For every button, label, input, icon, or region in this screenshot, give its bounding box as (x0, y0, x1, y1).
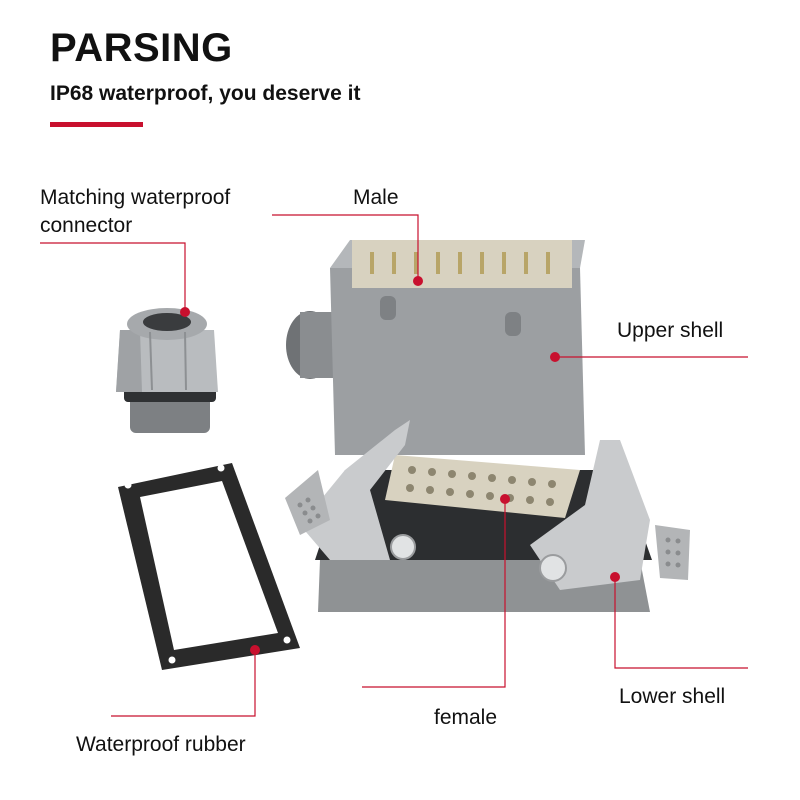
callout-lower-shell: Lower shell (619, 685, 726, 708)
cable-gland-image (116, 308, 218, 433)
upper-shell-image (286, 240, 585, 455)
leader-line-male (272, 214, 419, 281)
callout-dots (180, 276, 620, 655)
rubber-gasket-image (118, 463, 300, 670)
callout-upper-shell: Upper shell (617, 319, 724, 342)
callout-male: Male (353, 186, 399, 209)
callout-connector: Matching waterproof connector (40, 184, 270, 240)
leader-lines (40, 214, 748, 717)
callout-rubber: Waterproof rubber (76, 733, 246, 756)
leader-line-lower-shell (614, 577, 748, 669)
accent-bar (50, 122, 143, 127)
leader-line-connector (40, 242, 186, 312)
callout-female: female (434, 706, 498, 729)
page-subtitle: IP68 waterproof, you deserve it (50, 82, 361, 105)
leader-line-female (362, 499, 506, 688)
callout-connector-line2: connector (40, 214, 133, 237)
page-title: PARSING (50, 26, 233, 70)
lower-shell-image (285, 420, 690, 612)
callout-connector-line1: Matching waterproof (40, 186, 231, 209)
leader-line-rubber (111, 650, 256, 717)
